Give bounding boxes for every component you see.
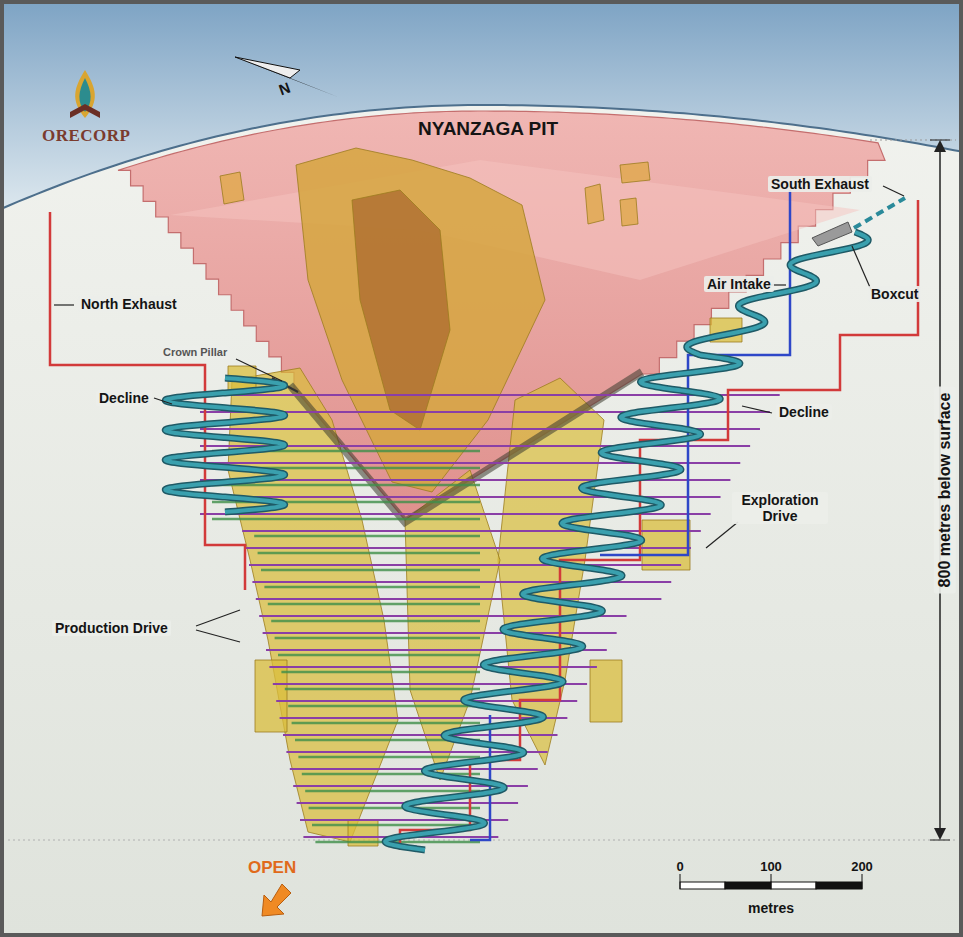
production-drive bbox=[305, 790, 480, 792]
production-drive bbox=[278, 654, 480, 656]
leader-line bbox=[742, 406, 772, 413]
production-drive bbox=[292, 722, 480, 724]
exploration-drive bbox=[249, 564, 681, 566]
open-arrow bbox=[262, 884, 291, 916]
orebody bbox=[642, 520, 690, 570]
leader-line bbox=[54, 304, 74, 305]
production-drive bbox=[288, 705, 480, 707]
feature-label: 800 metres below surface bbox=[934, 387, 956, 594]
scale-segment bbox=[725, 882, 771, 889]
dimension-tick bbox=[930, 140, 950, 141]
orebody bbox=[620, 198, 638, 226]
feature-label: Crown Pillar bbox=[160, 346, 230, 359]
scale-segment bbox=[816, 882, 862, 889]
south-exhaust bbox=[400, 200, 918, 850]
decline-outline bbox=[385, 232, 868, 850]
boxcut bbox=[812, 222, 852, 246]
orebody bbox=[585, 184, 604, 224]
exploration-drive bbox=[286, 751, 547, 753]
decline bbox=[165, 378, 284, 512]
exploration-drive bbox=[263, 632, 617, 634]
orebody bbox=[590, 660, 622, 722]
exploration-drive bbox=[280, 717, 568, 719]
scale-segment bbox=[771, 882, 816, 889]
decline-outline bbox=[165, 378, 284, 512]
exploration-drive bbox=[269, 666, 597, 668]
production-drive bbox=[261, 569, 480, 571]
logo-chevron bbox=[70, 104, 100, 118]
production-drive bbox=[258, 552, 480, 554]
production-drive bbox=[212, 484, 480, 486]
feature-label: ORECORP bbox=[42, 126, 131, 146]
reference-line bbox=[870, 140, 956, 141]
scale-label: 0 bbox=[676, 860, 683, 875]
pit-name: NYANZAGA PIT bbox=[418, 118, 558, 140]
feature-label: OPEN bbox=[248, 858, 296, 878]
scale-label: 100 bbox=[760, 860, 782, 875]
feature-label: Decline bbox=[776, 404, 832, 420]
production-drive bbox=[312, 824, 480, 826]
feature-label: Exploration Drive bbox=[732, 492, 828, 524]
exploration-drive bbox=[290, 768, 538, 770]
orebody bbox=[220, 172, 244, 204]
orebody bbox=[620, 162, 650, 183]
leader-line bbox=[196, 610, 240, 626]
scale-segment bbox=[680, 882, 725, 889]
leader-line bbox=[236, 359, 282, 381]
dimension-arrow bbox=[934, 140, 946, 152]
production-drive bbox=[254, 535, 480, 537]
feature-label: Decline bbox=[96, 390, 152, 406]
illustration-layer bbox=[0, 0, 963, 916]
scale-label: 200 bbox=[851, 860, 873, 875]
exploration-drive bbox=[283, 734, 558, 736]
scale-tick bbox=[862, 874, 863, 889]
north-arrow bbox=[235, 57, 300, 78]
production-drive bbox=[271, 620, 480, 622]
production-drive bbox=[275, 637, 480, 639]
leader-line bbox=[706, 522, 738, 548]
production-drive bbox=[212, 518, 480, 520]
feature-label: South Exhaust bbox=[768, 176, 872, 192]
production-drive bbox=[298, 756, 480, 758]
production-drive bbox=[264, 586, 480, 588]
dimension-arrow bbox=[934, 828, 946, 840]
portal-dash bbox=[854, 198, 905, 228]
production-drive bbox=[285, 688, 480, 690]
feature-label: N bbox=[276, 79, 292, 99]
production-drive bbox=[309, 807, 480, 809]
production-drive bbox=[281, 671, 480, 673]
leader-line bbox=[196, 630, 240, 642]
dimension-tick bbox=[930, 840, 950, 841]
feature-label: Boxcut bbox=[868, 286, 921, 302]
scale-tick bbox=[771, 874, 772, 889]
scale-tick bbox=[680, 874, 681, 889]
feature-label: North Exhaust bbox=[78, 296, 180, 312]
feature-label: Air Intake bbox=[704, 276, 774, 292]
leader-line bbox=[883, 186, 904, 196]
exploration-drive bbox=[242, 530, 701, 532]
feature-label: Production Drive bbox=[52, 620, 171, 636]
scale-label: metres bbox=[748, 900, 794, 916]
production-drive bbox=[268, 603, 480, 605]
exploration-drive bbox=[256, 598, 662, 600]
north-exhaust bbox=[50, 212, 245, 590]
decline bbox=[385, 232, 868, 850]
leader-line bbox=[154, 398, 172, 404]
